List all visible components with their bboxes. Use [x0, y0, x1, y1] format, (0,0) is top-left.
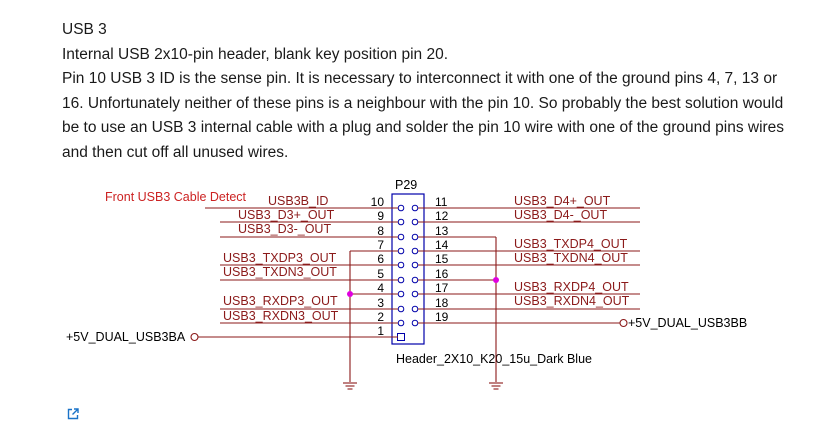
power-label-left: +5V_DUAL_USB3BA	[66, 330, 186, 344]
pin-number: 6	[377, 252, 384, 266]
net-label: USB3_RXDN4_OUT	[514, 294, 630, 308]
left-net-wires	[198, 207, 370, 382]
pin-number: 4	[377, 281, 384, 295]
junction-dot-right	[493, 277, 499, 283]
net-label: USB3_TXDP4_OUT	[514, 237, 628, 251]
left-net-labels: USB3B_ID USB3_D3+_OUT USB3_D3-_OUT USB3_…	[223, 194, 339, 323]
part-name: Header_2X10_K20_15u_Dark Blue	[396, 352, 592, 366]
net-label: USB3_TXDP3_OUT	[223, 251, 337, 265]
pin-number: 18	[435, 296, 449, 310]
net-label: USB3_TXDN4_OUT	[514, 251, 628, 265]
power-port-left-icon	[190, 332, 199, 342]
pin-number: 15	[435, 252, 449, 266]
net-label: USB3_D3+_OUT	[238, 208, 335, 222]
pin-number: 12	[435, 209, 449, 223]
pin-number: 16	[435, 267, 449, 281]
cable-detect-note: Front USB3 Cable Detect	[105, 190, 247, 204]
net-label: USB3B_ID	[268, 194, 328, 208]
pin-number: 8	[377, 224, 384, 238]
net-label: USB3_RXDN3_OUT	[223, 309, 339, 323]
pin-number: 2	[377, 310, 384, 324]
net-label: USB3_D4-_OUT	[514, 208, 607, 222]
power-label-right: +5V_DUAL_USB3BB	[628, 316, 747, 330]
pin-number: 11	[435, 195, 448, 209]
left-pin-stubs	[370, 207, 398, 338]
pin-number: 19	[435, 310, 449, 324]
net-label: USB3_TXDN3_OUT	[223, 265, 337, 279]
pin-number: 14	[435, 238, 449, 252]
pin-circles	[397, 204, 419, 341]
connector-body	[391, 193, 425, 345]
pin-number: 3	[377, 296, 384, 310]
junction-dot-left	[347, 291, 353, 297]
right-net-labels: USB3_D4+_OUT USB3_D4-_OUT USB3_TXDP4_OUT…	[514, 194, 630, 308]
pin-number: 13	[435, 224, 449, 238]
article-text: USB 3 Internal USB 2x10-pin header, blan…	[62, 18, 792, 165]
pin-number: 17	[435, 281, 449, 295]
ground-symbol-right	[489, 382, 503, 390]
pin-number: 10	[371, 195, 385, 209]
section-heading: USB 3	[62, 21, 107, 38]
left-pin-numbers: 10 9 8 7 6 5 4 3 2 1	[371, 195, 385, 338]
power-port-right-icon	[619, 318, 628, 328]
pin-number: 7	[377, 238, 384, 252]
right-pin-numbers: 11 12 13 14 15 16 17 18 19	[435, 195, 449, 324]
ground-symbol-left	[343, 382, 357, 390]
net-label: USB3_D3-_OUT	[238, 222, 331, 236]
paragraph-1: Internal USB 2x10-pin header, blank key …	[62, 45, 449, 63]
right-net-wires	[446, 207, 640, 382]
net-label: USB3_RXDP3_OUT	[223, 294, 338, 308]
pin-number: 1	[377, 324, 384, 338]
paragraph-2: Pin 10 USB 3 ID is the sense pin. It is …	[62, 70, 785, 161]
ref-designator: P29	[395, 178, 417, 192]
net-label: USB3_RXDP4_OUT	[514, 280, 629, 294]
net-label: USB3_D4+_OUT	[514, 194, 611, 208]
pin-number: 5	[377, 267, 384, 281]
pin-number: 9	[377, 209, 384, 223]
right-pin-stubs	[418, 207, 446, 324]
external-link-icon[interactable]	[66, 407, 80, 421]
